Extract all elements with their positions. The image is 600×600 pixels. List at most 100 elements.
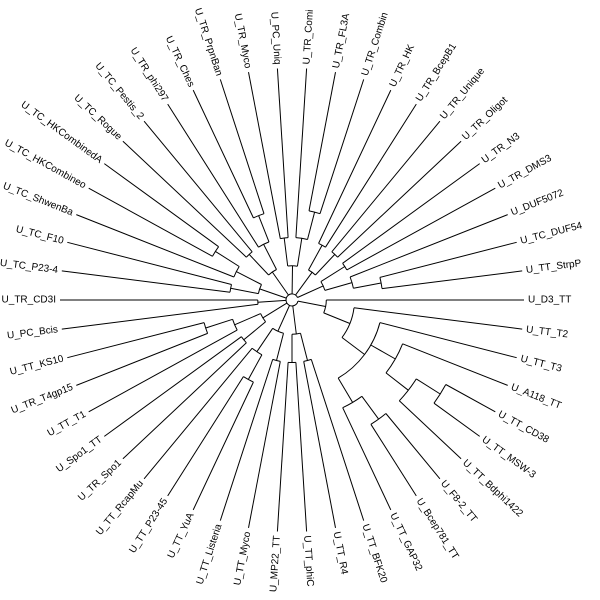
- tree-branch-arc: [318, 242, 326, 248]
- leaf-label: U_Bcep781_TT: [414, 496, 461, 561]
- tree-branch: [307, 211, 316, 240]
- tree-branch: [257, 299, 287, 303]
- tree-branch-arc: [379, 277, 383, 289]
- leaf-label: U_TT_StrpP: [525, 258, 582, 276]
- leaf-label: U_TT_BFK20: [360, 523, 389, 585]
- leaf-label: U_TR_HK: [388, 43, 417, 89]
- tree-branch: [61, 270, 231, 293]
- leaf-label: U_TT_T2: [525, 324, 569, 340]
- tree-branch: [379, 322, 517, 359]
- leaf-label: U_MP22_TT: [268, 535, 283, 592]
- tree-branch: [379, 241, 517, 278]
- leaf-label: U_TT_T1: [46, 409, 89, 439]
- tree-branch: [308, 72, 336, 211]
- leaf-label: U_TR_FL3A: [331, 12, 352, 69]
- leaf-label: U_TC_Rogue: [72, 93, 124, 143]
- leaf-label: U_TR_Unique: [438, 66, 487, 122]
- tree-branch-arc: [240, 336, 247, 344]
- tree-branch: [248, 72, 281, 239]
- tree-branch: [234, 313, 261, 326]
- tree-branch: [319, 79, 365, 214]
- tree-branch: [258, 215, 270, 243]
- tree-branch: [243, 321, 266, 341]
- tree-branch: [219, 359, 274, 521]
- leaf-label: U_TT_Myco: [232, 530, 253, 586]
- leaf-label: U_DUF5072: [509, 187, 565, 218]
- leaf-label: U_Spo1_TT: [54, 434, 104, 475]
- tree-branch: [76, 332, 208, 386]
- tree-branch-arc: [349, 276, 354, 289]
- tree-branch: [292, 305, 297, 335]
- leaf-label: U_TT_T3: [519, 354, 563, 375]
- leaf-label: U_F8-2_TT: [438, 478, 479, 524]
- tree-branch: [295, 68, 308, 238]
- tree-branch: [122, 140, 247, 258]
- tree-branch: [247, 354, 263, 380]
- leaf-label: U_TR_Ches: [163, 34, 196, 88]
- leaf-label: U_TR_N3: [480, 131, 523, 166]
- tree-branch: [276, 362, 289, 532]
- tree-branch: [76, 214, 235, 278]
- tree-branch: [295, 362, 308, 532]
- leaf-label: U_TR_Spo1: [76, 457, 124, 503]
- tree-branch: [67, 322, 205, 359]
- tree-branch-arc: [280, 237, 289, 240]
- tree-branch-arc: [295, 237, 308, 240]
- tree-branch: [416, 378, 441, 395]
- leaf-label: U_TT_R4: [331, 531, 350, 576]
- tree-branch: [323, 312, 351, 324]
- leaf-label: U_TT_CD38: [496, 409, 551, 446]
- leaf-label: U_TC_ShwenBa: [1, 181, 75, 219]
- leaf-label: U_TC_F10: [15, 224, 66, 247]
- tree-branch: [88, 329, 238, 413]
- tree-branch: [398, 400, 462, 460]
- tree-branch-arc: [272, 327, 284, 334]
- tree-branch: [324, 282, 353, 291]
- tree-branch: [276, 68, 289, 238]
- tree-branch: [104, 163, 219, 248]
- tree-branch: [308, 244, 323, 271]
- tree-branch: [385, 372, 409, 391]
- tree-branch-arc: [251, 347, 263, 356]
- tree-branch: [167, 376, 244, 497]
- tree-branch: [381, 270, 523, 290]
- tree-branch-arc: [303, 358, 312, 362]
- tree-branch: [236, 271, 262, 285]
- leaf-label: U_TR_PrpnBan: [192, 7, 224, 78]
- tree-branch: [402, 343, 508, 386]
- tree-branch: [296, 238, 303, 267]
- tree-branch: [310, 359, 365, 521]
- leaf-label: U_TR_Oligot: [460, 95, 510, 143]
- leaf-label: U_TR_Combin: [360, 11, 391, 77]
- leaf-label: U_TR_DMS3: [496, 153, 554, 191]
- leaf-label: U_TR_BcepB1: [414, 41, 459, 104]
- tree-branch: [122, 342, 247, 460]
- leaf-label: U_TR_T4gp15: [10, 382, 75, 417]
- leaf-label: U_TT_KS10: [9, 353, 65, 377]
- leaf-label: U_TR_Comi: [301, 9, 315, 65]
- tree-branch: [349, 214, 508, 278]
- tree-branch: [263, 244, 277, 270]
- leaf-label: U_TR_phi297: [128, 46, 171, 104]
- leaf-label: U_PC_Uniq: [268, 11, 282, 64]
- leaf-label: U_A118_TT: [509, 382, 563, 412]
- tree-branch: [143, 347, 253, 480]
- tree-branch-arc: [203, 322, 209, 334]
- tree-branch: [205, 318, 233, 329]
- leaf-label: U_TR_CD3I: [2, 295, 56, 306]
- tree-branch: [433, 402, 480, 437]
- tree-branch-arc: [285, 293, 299, 307]
- tree-branch: [353, 307, 523, 330]
- tree-branch-arc: [342, 395, 363, 409]
- tree-branch: [385, 413, 441, 480]
- tree-branch: [315, 254, 336, 276]
- tree-branch: [61, 303, 259, 330]
- tree-branch: [104, 336, 242, 437]
- tree-branch: [248, 254, 269, 276]
- tree-branch: [297, 285, 324, 298]
- tree-branch: [342, 163, 480, 264]
- leaf-label: U_TC_P23-4: [0, 258, 59, 276]
- tree-branch: [445, 384, 496, 413]
- tree-branch-arc: [308, 269, 316, 276]
